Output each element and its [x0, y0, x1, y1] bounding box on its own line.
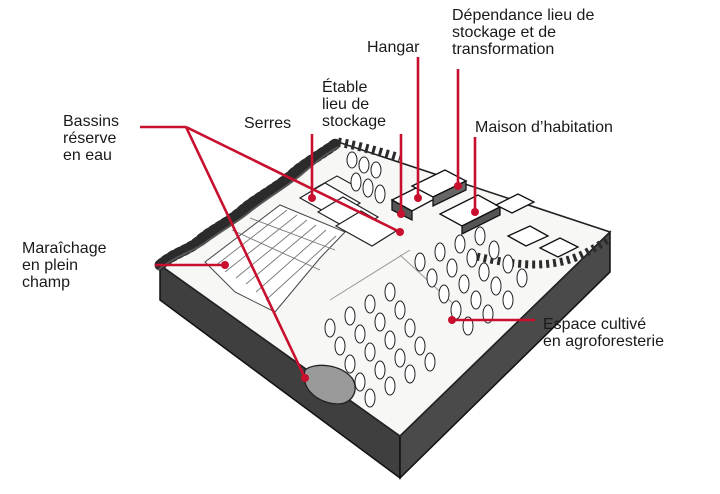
pointer-dots	[221, 182, 479, 382]
label-agroforesterie: Espace cultivé en agroforesterie	[543, 316, 664, 350]
hedge-left-outline	[157, 145, 341, 271]
hedge-right-front	[469, 234, 613, 269]
label-maraichage: Maraîchage en plein champ	[22, 240, 107, 291]
trees-back	[346, 151, 386, 204]
tree-rows-right	[414, 226, 528, 336]
label-hangar: Hangar	[367, 39, 420, 56]
label-dependance: Dépendance lieu de stockage et de transf…	[452, 7, 595, 58]
tree-rows-left	[324, 282, 436, 408]
pointer-lines	[140, 57, 535, 379]
hedge-left	[154, 136, 344, 271]
farm-buildings	[390, 169, 580, 258]
label-serres: Serres	[244, 115, 292, 132]
hedge-right	[337, 137, 402, 163]
label-etable: Étable lieu de stockage	[322, 79, 387, 130]
greenhouses	[298, 175, 398, 247]
water-basin	[303, 364, 356, 405]
label-maison: Maison d’habitation	[475, 119, 613, 136]
label-bassins: Bassins réserve en eau	[63, 113, 120, 164]
field-rows	[214, 209, 337, 301]
field-maraichage	[204, 204, 346, 313]
